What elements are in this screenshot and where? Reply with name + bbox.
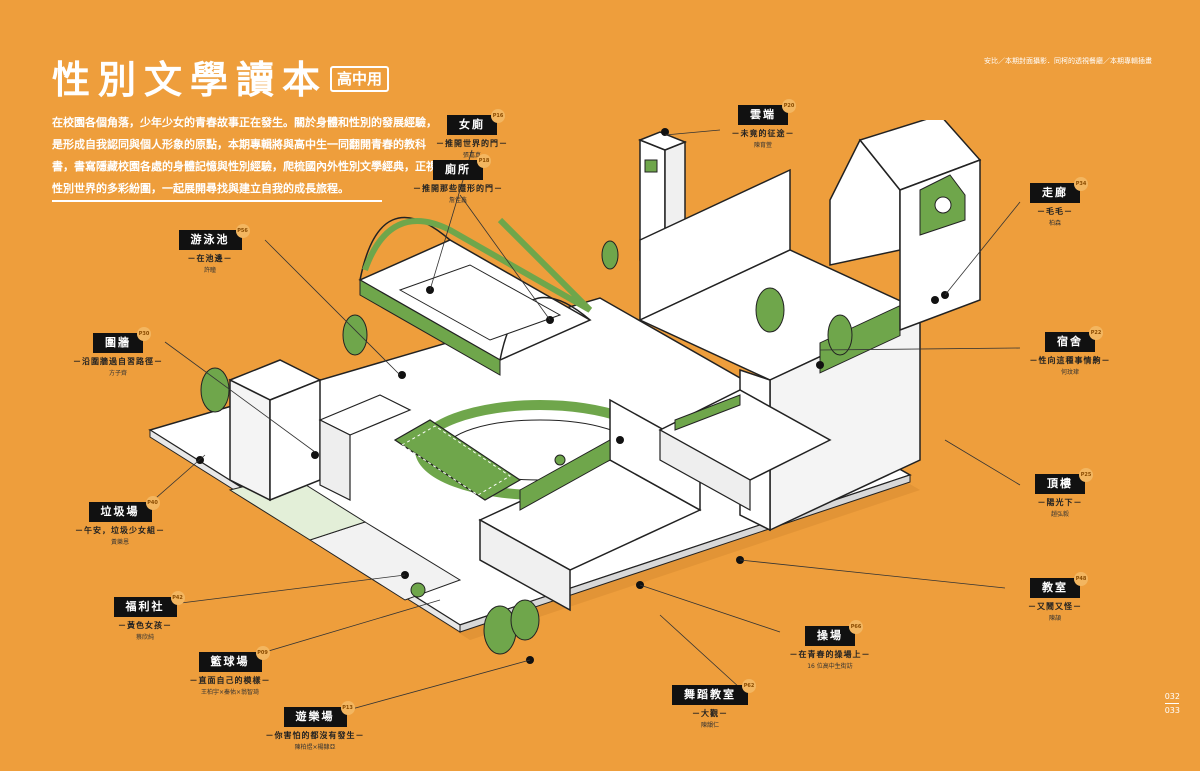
callout-subtitle: －性向這種事情齁－ (1029, 356, 1111, 365)
intro-line: 性別世界的多彩紛圍，一起展開尋找與建立自我的成長旅程。 (52, 182, 349, 195)
wall-building (228, 359, 412, 502)
stairway (393, 419, 522, 501)
callout-subtitle: －未竟的征途－ (731, 129, 795, 138)
callout-subtitle: －推開世界的門－ (436, 139, 508, 148)
callout-author: 陳韻仁 (700, 722, 719, 729)
callout-subtitle: －你害怕的都沒有發生－ (265, 731, 365, 740)
page-ref-badge: P62 (742, 679, 756, 693)
callout-cloud[interactable]: 雲端 P20 －未竟的征途－ 陳育萱 (713, 99, 813, 149)
callout-label: 舞蹈教室 (684, 688, 736, 701)
intro-line: 在校園各個角落，少年少女的青春故事正在發生。關於身體和性別的發展經驗， (52, 116, 437, 129)
pool-building (358, 216, 593, 376)
header-credit: 安比／本期封面攝影．同柯的透視餐廳／本期專輯插畫 (984, 57, 1152, 65)
callout-label: 教室 (1042, 581, 1068, 594)
page-number-divider (1165, 703, 1180, 704)
page-ref-badge: P30 (137, 327, 151, 341)
callout-subtitle: －推開那些隱形的門－ (413, 184, 503, 193)
clock-house (829, 120, 982, 332)
callout-author: 王柏宇×秦佑×翁智琦 (200, 689, 260, 696)
callout-author: 陳頡 (1048, 615, 1061, 622)
intro-line: 是形成自我認同與個人形象的原點，本期專輯將與高中生一同翻開青春的教科 (52, 138, 426, 151)
callout-wall[interactable]: 圍牆 P30 －沿圍牆過自習路徑－ 方子齊 (58, 327, 178, 377)
intro-text: 在校園各個角落，少年少女的青春故事正在發生。關於身體和性別的發展經驗， 是形成自… (52, 112, 437, 200)
page-numbers: 032 033 (1165, 691, 1180, 716)
page-ref-badge: P22 (1089, 326, 1103, 340)
callout-subtitle: －大觀－ (692, 709, 728, 718)
page-number-left: 032 (1164, 692, 1180, 701)
callout-author: 張嘉真 (462, 152, 481, 159)
page-ref-badge: P42 (170, 591, 185, 605)
callout-subtitle: －在青春的操場上－ (789, 650, 871, 659)
callout-field[interactable]: 操場 P66 －在青春的操場上－ 16 位高中生街訪 (770, 620, 890, 670)
callout-label: 雲端 (750, 108, 776, 121)
callout-basketball-court[interactable]: 籃球場 P09 －直面自己的模樣－ 王柏宇×秦佑×翁智琦 (170, 646, 290, 696)
page-ref-badge: P09 (255, 646, 270, 660)
ball (554, 454, 566, 466)
page-number-right: 033 (1164, 706, 1180, 715)
callout-dorm[interactable]: 宿舍 P22 －性向這種事情齁－ 何玟珒 (1010, 326, 1130, 376)
callout-author: 16 位高中生街訪 (807, 663, 853, 670)
callout-label: 廁所 (445, 163, 471, 176)
callout-label: 福利社 (125, 600, 165, 613)
page-ref-badge: P56 (235, 224, 250, 238)
intro-line: 書，書寫隱藏校園各處的身體記憶與性別經驗，爬梳國內外性別文學經典，正視 (52, 160, 437, 173)
callout-author: 許瞳 (203, 267, 216, 274)
callout-label: 女廁 (459, 118, 485, 131)
page-ref-badge: P13 (340, 701, 355, 715)
page-ref-badge: P16 (491, 109, 505, 123)
trees (200, 240, 853, 655)
callout-label: 圍牆 (105, 336, 131, 349)
callout-author: 陳柏煜×楊隸亞 (294, 744, 336, 751)
title-divider (52, 200, 382, 202)
classroom-block (658, 389, 832, 512)
callout-women-restroom[interactable]: 女廁 P16 －推開世界的門－ 張嘉真 (422, 109, 522, 159)
callout-classroom[interactable]: 教室 P48 －又鬧又怪－ 陳頡 (1000, 572, 1110, 622)
callout-author: 詹佳鑫 (448, 197, 467, 204)
callout-author: 方子齊 (108, 370, 127, 377)
callout-author: 柏森 (1048, 220, 1061, 227)
callout-author: 黃樂恩 (110, 539, 129, 546)
callout-subtitle: －在池邊－ (187, 254, 233, 263)
callout-author: 陳育萱 (753, 142, 772, 149)
callout-label: 遊樂場 (295, 710, 335, 723)
callout-label: 垃圾場 (100, 505, 140, 518)
callout-label: 操場 (817, 629, 843, 642)
page-ref-badge: P48 (1074, 572, 1088, 586)
callout-subtitle: －又鬧又怪－ (1028, 602, 1082, 611)
callout-label: 頂樓 (1047, 477, 1073, 490)
page-ref-badge: P18 (477, 154, 491, 168)
page-ref-badge: P66 (849, 620, 863, 634)
school-illustration (148, 120, 982, 664)
callout-subtitle: －直面自己的模樣－ (189, 676, 271, 685)
title-badge: 高中用 (330, 66, 390, 92)
callout-playground[interactable]: 遊樂場 P13 －你害怕的都沒有發生－ 陳柏煜×楊隸亞 (250, 701, 380, 751)
page-ref-badge: P20 (782, 99, 796, 113)
callout-trash[interactable]: 垃圾場 P40 －午安，垃圾少女組－ 黃樂恩 (60, 496, 180, 546)
callout-corridor[interactable]: 走廊 P34 －毛毛－ 柏森 (1010, 177, 1100, 227)
callout-label: 宿舍 (1057, 335, 1083, 348)
dance-classroom (478, 398, 702, 612)
page-title: 性別文學讀本 (52, 58, 329, 102)
callout-label: 走廊 (1042, 186, 1068, 199)
page-ref-badge: P25 (1079, 468, 1093, 482)
callout-label: 籃球場 (210, 655, 250, 668)
callout-subtitle: －沿圍牆過自習路徑－ (73, 357, 163, 366)
callout-author: 蔡欣純 (135, 634, 154, 641)
callout-subtitle: －毛毛－ (1037, 207, 1073, 216)
ball (410, 582, 426, 598)
callout-subtitle: －陽光下－ (1037, 498, 1083, 507)
page-ref-badge: P34 (1074, 177, 1088, 191)
callout-subtitle: －午安，垃圾少女組－ (75, 526, 165, 535)
page-ref-badge: P40 (145, 496, 160, 510)
callout-subtitle: －黃色女孩－ (118, 621, 172, 630)
callout-dance-classroom[interactable]: 舞蹈教室 P62 －大觀－ 陳韻仁 (655, 679, 765, 729)
callout-rooftop[interactable]: 頂樓 P25 －陽光下－ 趙弘毅 (1010, 468, 1110, 518)
callout-restroom[interactable]: 廁所 P18 －推開那些隱形的門－ 詹佳鑫 (398, 154, 518, 204)
callout-welfare[interactable]: 福利社 P42 －黃色女孩－ 蔡欣純 (95, 591, 195, 641)
callout-author: 何玟珒 (1060, 369, 1079, 376)
callout-author: 趙弘毅 (1050, 511, 1069, 518)
callout-label: 游泳池 (190, 233, 230, 246)
callout-pool[interactable]: 游泳池 P56 －在池邊－ 許瞳 (160, 224, 260, 274)
